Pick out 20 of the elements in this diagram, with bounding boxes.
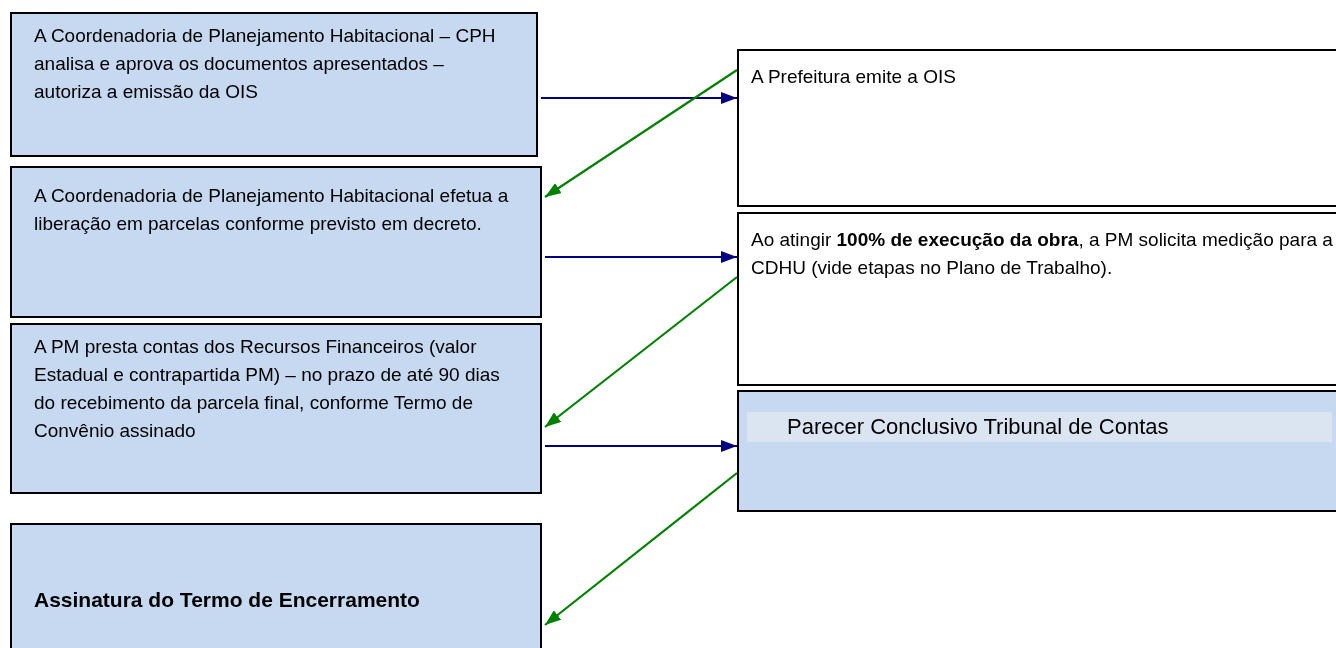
arrow: [544, 276, 738, 428]
process-box: [737, 212, 1336, 386]
box-text: A Prefeitura emite a OIS: [751, 65, 957, 89]
process-box: [10, 166, 542, 318]
process-box: [10, 523, 542, 648]
box-text: A Coordenadoria de Planejamento Habitacional efetua a liberação em parcelas conforme previsto em decreto.: [34, 184, 510, 236]
arrow: [544, 69, 738, 198]
box-text: A PM presta contas dos Recursos Financeiros (valor Estadual e contrapartida PM) – no prazo de até 90 dias do recebimento da parcela final, conforme Termo de Convênio assinado: [34, 335, 501, 443]
process-box: [10, 323, 542, 494]
box-text: A Coordenadoria de Planejamento Habitacional – CPH analisa e aprova os documentos apresentados – autoriza a emissão da OIS: [34, 24, 497, 104]
process-box: [10, 12, 538, 157]
box-text: Parecer Conclusivo Tribunal de Contas: [747, 412, 1332, 442]
arrow: [544, 472, 738, 626]
box-text: Ao atingir 100% de execução da obra, a PM solicita medição para a CDHU (vide etapas no Plano de Trabalho).: [751, 228, 1334, 280]
box-text: Assinatura do Termo de Encerramento: [34, 587, 421, 613]
arrow: [541, 92, 737, 104]
process-box: [737, 49, 1336, 207]
highlighted-box: [737, 390, 1336, 512]
arrow: [545, 440, 737, 452]
arrow: [545, 251, 737, 263]
